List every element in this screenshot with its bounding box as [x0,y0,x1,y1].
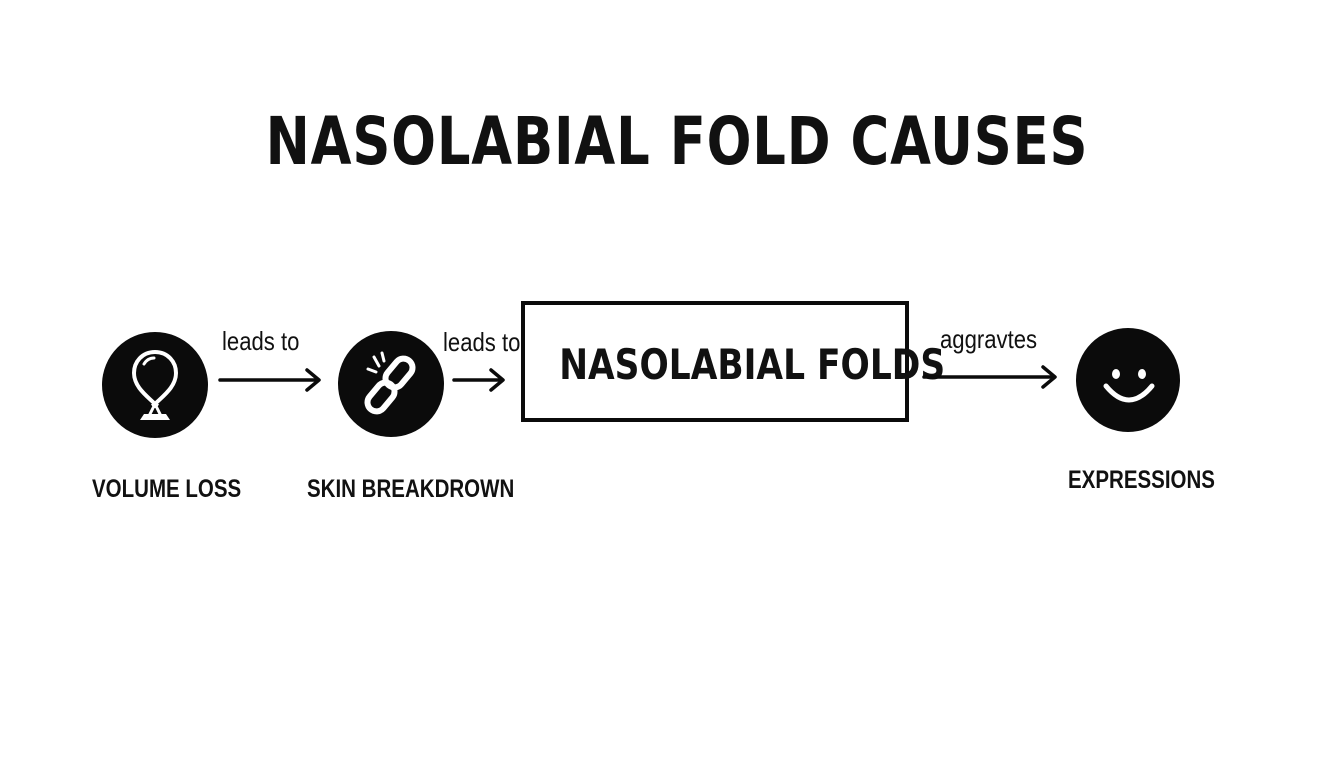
broken-chain-icon [364,351,416,415]
node-label-expressions: EXPRESSIONS [1068,466,1215,494]
edge-label-2: leads to [443,327,521,357]
edge-arrow-3 [922,365,1057,389]
node-label-nasolabial-folds: NASOLABIAL FOLDS [559,340,946,389]
edge-label-1: leads to [222,326,300,356]
smiley-icon [1103,369,1155,403]
node-label-volume-loss: VOLUME LOSS [92,475,242,503]
expressions-node [1076,328,1180,432]
volume-loss-node [102,332,208,438]
edge-arrow-2 [452,368,505,392]
edge-arrow-1 [218,368,321,392]
node-label-skin-breakdown: SKIN BREAKDROWN [307,475,515,503]
skin-breakdown-node [338,331,444,437]
edge-label-3: aggravtes [940,324,1038,354]
balloon-icon [132,350,178,420]
diagram-title: NASOLABIAL FOLD CAUSES [265,103,1089,180]
nasolabial-folds-box: NASOLABIAL FOLDS [521,301,946,422]
